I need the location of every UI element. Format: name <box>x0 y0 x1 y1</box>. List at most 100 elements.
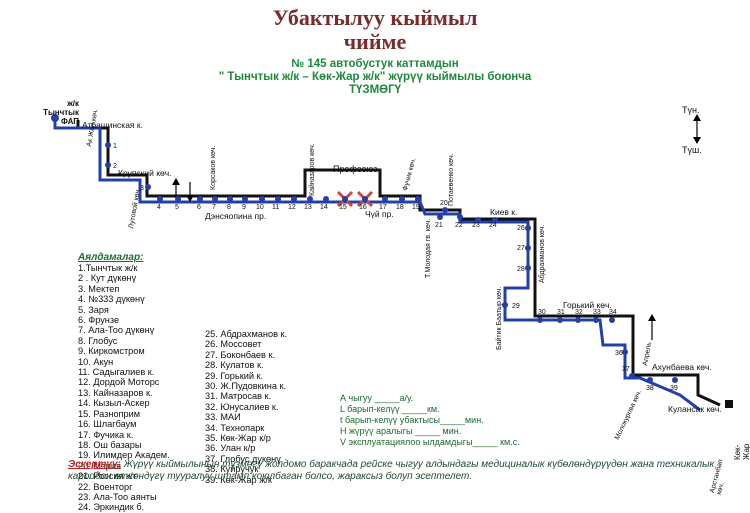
svg-text:38: 38 <box>646 385 654 392</box>
stop-item: 14. Кызыл-Аскер <box>78 398 150 409</box>
stop-item: 30. Ж.Пудовкина к. <box>205 381 287 392</box>
page-title-line2: чийме <box>343 29 407 54</box>
stop-item: 3. Мектеп <box>78 283 120 294</box>
svg-text:37: 37 <box>622 366 630 373</box>
svg-text:4: 4 <box>157 204 161 211</box>
stop-item: 4. №333 дүкөнү <box>78 294 145 305</box>
stop-item: 5. Заря <box>78 304 109 315</box>
stat-speed: V эксплуатациялоо ылдамдыгы_____ км.с. <box>340 437 520 447</box>
stat-length: L барып-келүү _____км. <box>340 404 440 414</box>
stop-item: 26. Моссовет <box>205 339 262 350</box>
stop-item: 18. Ош базары <box>78 439 142 450</box>
stop-item: 20. Мэрия <box>78 460 121 471</box>
svg-text:39: 39 <box>670 385 678 392</box>
stop-item: 6. Фрунзе <box>78 315 120 326</box>
svg-text:2: 2 <box>113 163 117 170</box>
stop-item: 31. Матросав к. <box>205 391 272 402</box>
end-marker <box>725 400 733 408</box>
compass-south: Түш. <box>682 145 702 155</box>
svg-text:18: 18 <box>396 204 404 211</box>
svg-text:9: 9 <box>242 204 246 211</box>
footnote-text: Жүрүү кыймылынын түзмөгү жолдомо баракча… <box>68 459 715 482</box>
start-label-line3: ФАП <box>60 117 79 126</box>
stop-item: 24. Эркиндик б. <box>78 502 145 513</box>
svg-text:28: 28 <box>517 266 525 273</box>
direction-arrow-icon <box>172 178 656 340</box>
scheme-label: ТҮЗМӨГҮ <box>348 84 402 96</box>
svg-text:19: 19 <box>412 204 420 211</box>
stop-item: 7. Ала-Тоо дүкөнү <box>78 325 155 336</box>
stop-item: 15. Разноприм <box>78 408 141 419</box>
svg-text:32: 32 <box>575 309 583 316</box>
street-molodaya: Т.Молодая гв. көч. <box>425 218 432 278</box>
start-label: ж/к Тынчтык ФАП <box>35 99 79 126</box>
stop-item: 28. Кулатов к. <box>205 360 264 371</box>
svg-text:15: 15 <box>339 204 347 211</box>
stop-item: 33. МАИ <box>205 412 241 423</box>
stat-interval: Н жүрүү аралыгы _____ мин. <box>340 426 462 436</box>
street-kiev: Киев к. <box>490 207 518 217</box>
stop-item: 35. Көк-Жар к/р <box>205 433 271 444</box>
stop-item: 29. Горький к. <box>205 370 264 381</box>
stop-item: 10. Акун <box>78 356 114 367</box>
start-label-line1: ж/к <box>67 99 79 108</box>
stop-item: 12. Дордой Моторс <box>78 377 160 388</box>
street-kulanak: Кулансак көч. <box>668 404 722 414</box>
svg-text:26: 26 <box>517 225 525 232</box>
route-stats: А чыгуу _____а/у. L барып-келүү _____км.… <box>340 393 520 448</box>
stops-legend-title: Аялдамалар: <box>78 252 144 263</box>
stop-item: 11. Садыгалиев к. <box>78 367 155 378</box>
stop-item: 16. Шлагбаум <box>78 419 137 430</box>
street-korsakov: Корсаков көч. <box>210 145 217 190</box>
stop-item: 38. Куйручук <box>205 464 259 475</box>
svg-text:34: 34 <box>609 309 617 316</box>
svg-text:23: 23 <box>472 222 480 229</box>
street-chuy: Чүй пр. <box>365 209 394 219</box>
svg-text:20: 20 <box>440 200 448 207</box>
stop-item: 2 . Кут дүкөнү <box>78 273 137 284</box>
svg-text:27: 27 <box>517 245 525 252</box>
stop-item: 34. Технопарк <box>205 422 265 433</box>
stop-item: 39. Көк-Жар ж/к <box>205 474 272 485</box>
svg-text:14: 14 <box>320 204 328 211</box>
street-pogaevenko: Потаевенко көч. <box>448 153 455 206</box>
street-atbashinskaya: Атбашинская к. <box>82 120 143 130</box>
route-name: " Тынчтык ж/к – Көк-Жар ж/к" жүрүү кыймы… <box>218 71 532 83</box>
svg-text:10: 10 <box>256 204 264 211</box>
start-label-line2: Тынчтык <box>43 108 79 117</box>
svg-text:13: 13 <box>304 204 312 211</box>
compass-north: Түн. <box>682 105 700 115</box>
route-number: № 145 автобустук каттамдын <box>291 58 459 70</box>
svg-text:36: 36 <box>615 350 623 357</box>
stop-item: 25. Абдрахманов к. <box>205 329 288 339</box>
terminal-kok-jar: Көк-Жар ж/к <box>733 443 750 460</box>
stop-item: 1.Тынчтык ж/к <box>78 263 138 273</box>
svg-text:11: 11 <box>272 204 279 211</box>
street-profsoyuz: Профсоюз <box>333 164 378 174</box>
stop-item: 9. Киркомстром <box>78 346 145 357</box>
stop-item: 21. Россия к/т <box>78 471 137 482</box>
svg-text:29: 29 <box>512 303 520 310</box>
stop-item: 27. Боконбаев к. <box>205 349 276 360</box>
stop-item: 8. Глобус <box>78 335 118 346</box>
stop-item: 22. Военторг <box>78 481 133 492</box>
svg-text:16: 16 <box>359 204 367 211</box>
svg-text:17: 17 <box>379 204 387 211</box>
svg-text:6: 6 <box>197 204 201 211</box>
route-map: 1 2 3 4 5 6 7 8 9 10 11 12 13 14 15 16 1… <box>51 114 733 412</box>
svg-text:8: 8 <box>227 204 231 211</box>
street-abdrakhmanov: Абдрахманов көч. <box>539 224 546 283</box>
svg-text:33: 33 <box>593 309 601 316</box>
svg-text:22: 22 <box>455 222 463 229</box>
footnote: Эскертүү: Жүрүү кыймылынын түзмөгү жолдо… <box>68 459 738 483</box>
start-marker <box>51 114 59 122</box>
stat-departures: А чыгуу _____а/у. <box>340 393 414 403</box>
svg-text:5: 5 <box>175 204 179 211</box>
stop-item: 13. Кайназаров к. <box>78 387 153 398</box>
street-baytik: Байтик Баатыр көч. <box>496 286 503 350</box>
stop-item: 37. Глобус дүкөнү <box>205 453 281 464</box>
stop-item: 36. Улан к/р <box>205 443 256 454</box>
svg-text:30: 30 <box>538 309 546 316</box>
